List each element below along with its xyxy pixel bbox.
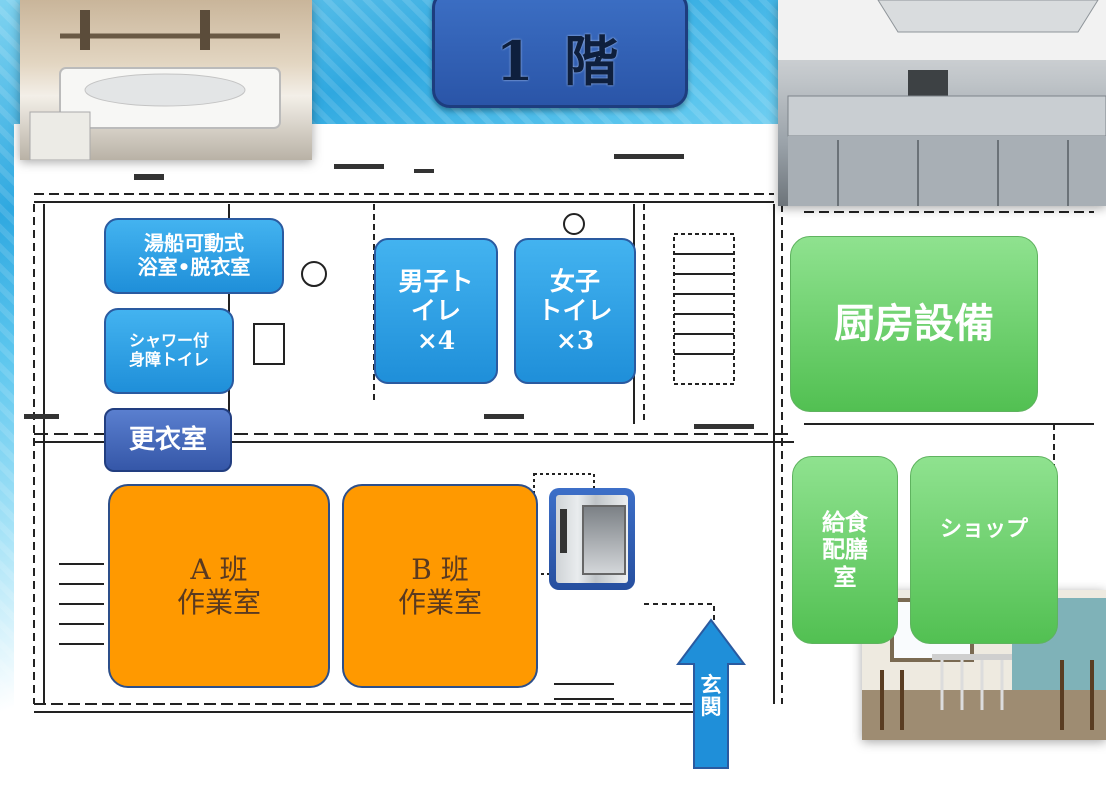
- room-meal-label: 給食 配膳 室: [822, 509, 868, 591]
- room-shower-toilet: シャワー付 身障トイレ: [104, 308, 234, 394]
- room-womens-toilet: 女子 トイレ ×3: [514, 238, 636, 384]
- kitchen-photo: [778, 0, 1106, 206]
- room-shop: ショップ: [910, 456, 1058, 644]
- room-shower-toilet-label: シャワー付 身障トイレ: [128, 331, 209, 369]
- entrance-label: 玄 関: [700, 672, 722, 720]
- room-work-a: A 班 作業室: [108, 484, 330, 688]
- room-locker: 更衣室: [104, 408, 232, 472]
- bathtub-illustration: [29, 10, 281, 160]
- room-womens-toilet-label: 女子 トイレ ×3: [537, 266, 613, 355]
- bathtub-photo: [20, 0, 312, 160]
- room-bath: 湯船可動式 浴室•脱衣室: [104, 218, 284, 294]
- elevator-door: [556, 495, 628, 583]
- room-work-b: B 班 作業室: [342, 484, 538, 688]
- room-mens-toilet: 男子ト イレ ×4: [374, 238, 498, 384]
- room-kitchen: 厨房設備: [790, 236, 1038, 412]
- room-kitchen-label: 厨房設備: [834, 300, 994, 348]
- room-bath-label: 湯船可動式 浴室•脱衣室: [137, 231, 251, 279]
- kitchen-illustration: [778, 0, 1106, 206]
- room-locker-label: 更衣室: [128, 424, 207, 455]
- room-work-b-label: B 班 作業室: [397, 552, 482, 619]
- room-shop-label: ショップ: [939, 516, 1028, 543]
- floor-title-box: 1 階: [432, 0, 688, 108]
- room-mens-toilet-label: 男子ト イレ ×4: [398, 266, 474, 355]
- up-arrow-icon: [676, 618, 746, 769]
- entrance-arrow: 玄 関: [676, 618, 746, 770]
- floor-title: 1 階: [495, 28, 625, 93]
- elevator-photo-icon: [549, 488, 635, 590]
- room-meal: 給食 配膳 室: [792, 456, 898, 644]
- room-work-a-label: A 班 作業室: [176, 552, 261, 619]
